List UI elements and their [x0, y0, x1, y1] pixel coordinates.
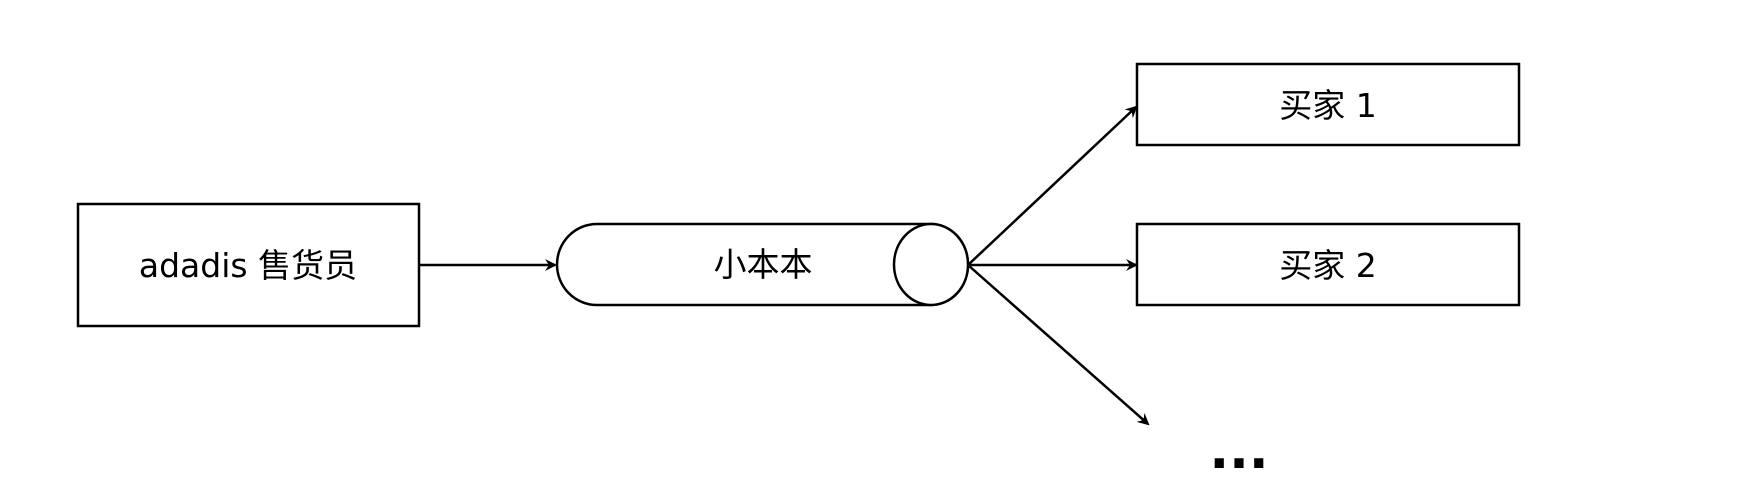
buyer2-label: 买家 2	[1279, 246, 1377, 285]
seller-node: adadis 售货员	[76, 202, 421, 328]
buyer2-node: 买家 2	[1135, 222, 1521, 307]
arrow-to-more	[967, 264, 1150, 426]
arrow-to-buyer1	[967, 105, 1138, 266]
seller-label: adadis 售货员	[139, 246, 357, 285]
more-ellipsis: ...	[1209, 421, 1268, 481]
buyer1-label: 买家 1	[1279, 86, 1377, 125]
notebook-label: 小本本	[714, 245, 813, 284]
notebook-cylinder-node: 小本本	[555, 222, 970, 307]
buyer1-node: 买家 1	[1135, 62, 1521, 147]
